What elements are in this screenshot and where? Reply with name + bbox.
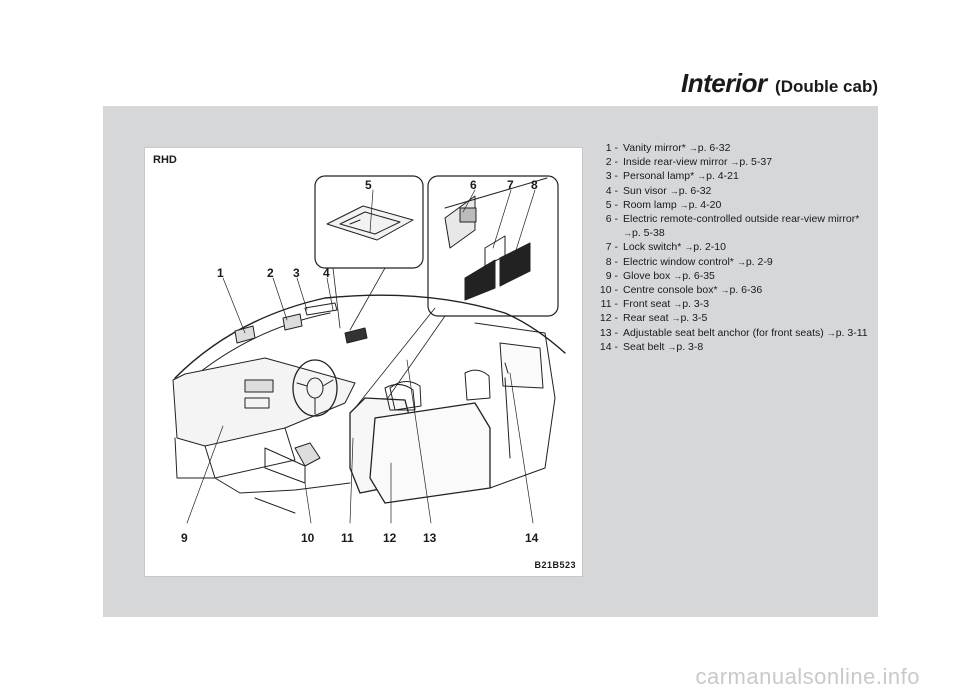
legend-item: 4 -Sun visor p. 6-32 [588, 184, 868, 198]
callout-5: 5 [365, 178, 372, 192]
variant-label: RHD [153, 154, 177, 166]
callout-1: 1 [217, 266, 224, 280]
callout-12: 12 [383, 531, 397, 545]
page-ref: p. 3-8 [667, 341, 703, 353]
image-code: B21B523 [534, 560, 576, 570]
page-ref: p. 5-37 [730, 156, 772, 168]
parts-legend: 1 -Vanity mirror* p. 6-32 2 -Inside rear… [588, 141, 868, 354]
legend-item: 9 -Glove box p. 6-35 [588, 269, 868, 283]
page-ref: p. 6-32 [689, 142, 731, 154]
inset-room-lamp [314, 175, 424, 269]
page-ref: p. 2-9 [737, 256, 773, 268]
legend-item: 3 -Personal lamp* p. 4-21 [588, 169, 868, 183]
title-main: Interior [681, 68, 767, 98]
page-ref: p. 3-11 [827, 327, 868, 339]
inset-door-switches [427, 175, 559, 317]
legend-item: 12 -Rear seat p. 3-5 [588, 311, 868, 325]
page-ref: p. 4-21 [697, 170, 739, 182]
page-ref: p. 4-20 [680, 199, 722, 211]
page-ref: p. 5-38 [623, 227, 665, 239]
callout-9: 9 [181, 531, 188, 545]
page-ref: p. 2-10 [684, 241, 726, 253]
page-ref: p. 6-32 [670, 185, 712, 197]
callout-4: 4 [323, 266, 330, 280]
callout-2: 2 [267, 266, 274, 280]
callout-3: 3 [293, 266, 300, 280]
legend-item: 13 -Adjustable seat belt anchor (for fro… [588, 326, 868, 340]
legend-item: 2 -Inside rear-view mirror p. 5-37 [588, 155, 868, 169]
page-ref: p. 6-36 [720, 284, 762, 296]
interior-illustration: RHD 5 6 7 8 1 2 3 4 9 10 11 12 13 14 B21… [144, 147, 583, 577]
callout-10: 10 [301, 531, 315, 545]
legend-item: 5 -Room lamp p. 4-20 [588, 198, 868, 212]
callout-13: 13 [423, 531, 437, 545]
legend-item: 11 -Front seat p. 3-3 [588, 297, 868, 311]
legend-item: 7 -Lock switch* p. 2-10 [588, 240, 868, 254]
leader-lines [186, 189, 536, 524]
title-subtitle: (Double cab) [775, 77, 878, 96]
page-ref: p. 6-35 [673, 270, 715, 282]
callout-11: 11 [341, 531, 354, 545]
callout-6: 6 [470, 178, 477, 192]
page-ref: p. 3-3 [673, 298, 709, 310]
callout-8: 8 [531, 178, 538, 192]
legend-item: 14 -Seat belt p. 3-8 [588, 340, 868, 354]
interior-drawing [172, 175, 566, 524]
callout-14: 14 [525, 531, 539, 545]
page-title: Interior (Double cab) [681, 68, 878, 99]
legend-item: 6 -Electric remote-controlled outside re… [588, 212, 868, 240]
legend-item: 1 -Vanity mirror* p. 6-32 [588, 141, 868, 155]
page-ref: p. 3-5 [671, 312, 707, 324]
legend-item: 10 -Centre console box* p. 6-36 [588, 283, 868, 297]
callout-7: 7 [507, 178, 514, 192]
legend-item: 8 -Electric window control* p. 2-9 [588, 255, 868, 269]
watermark: carmanualsonline.info [695, 664, 920, 689]
